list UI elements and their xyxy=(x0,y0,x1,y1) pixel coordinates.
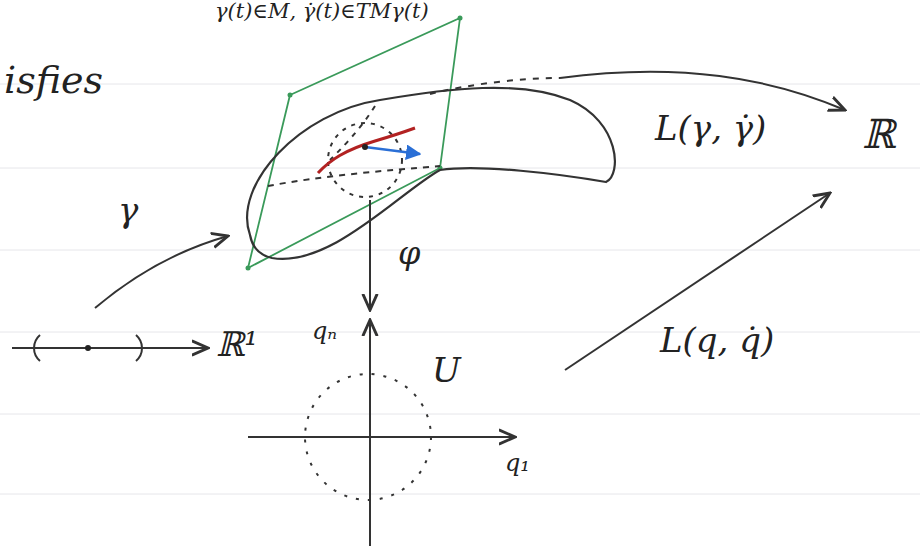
tangent-vector xyxy=(365,147,420,154)
real-line xyxy=(12,347,208,349)
manifold-back xyxy=(268,166,440,186)
chart-region xyxy=(305,374,431,500)
map-name: φ xyxy=(398,236,420,271)
set-symbol: ℝ xyxy=(862,112,895,156)
set-symbol: ℝ¹ xyxy=(216,326,258,363)
axis-label: qₙ xyxy=(312,318,337,344)
rule-lines xyxy=(0,84,920,494)
axis xyxy=(369,320,371,546)
map-name: γ xyxy=(118,192,138,229)
map-arrow xyxy=(565,193,830,370)
chart-domain xyxy=(328,123,402,197)
map-arrow xyxy=(560,72,845,110)
manifold xyxy=(247,88,615,259)
chart-map-arrow xyxy=(369,200,371,310)
region-name: U xyxy=(432,352,461,389)
function-label: L(γ, γ̇) xyxy=(655,110,766,147)
axis-label: q₁ xyxy=(505,450,530,476)
curve-map-arrow xyxy=(95,236,228,308)
formula-note: γ(t)∈M, γ̇(t)∈TMγ(t) xyxy=(215,0,429,23)
function-label: L(q, q̇) xyxy=(660,322,774,359)
cut-word: isfies xyxy=(4,60,103,102)
axis xyxy=(248,436,515,438)
